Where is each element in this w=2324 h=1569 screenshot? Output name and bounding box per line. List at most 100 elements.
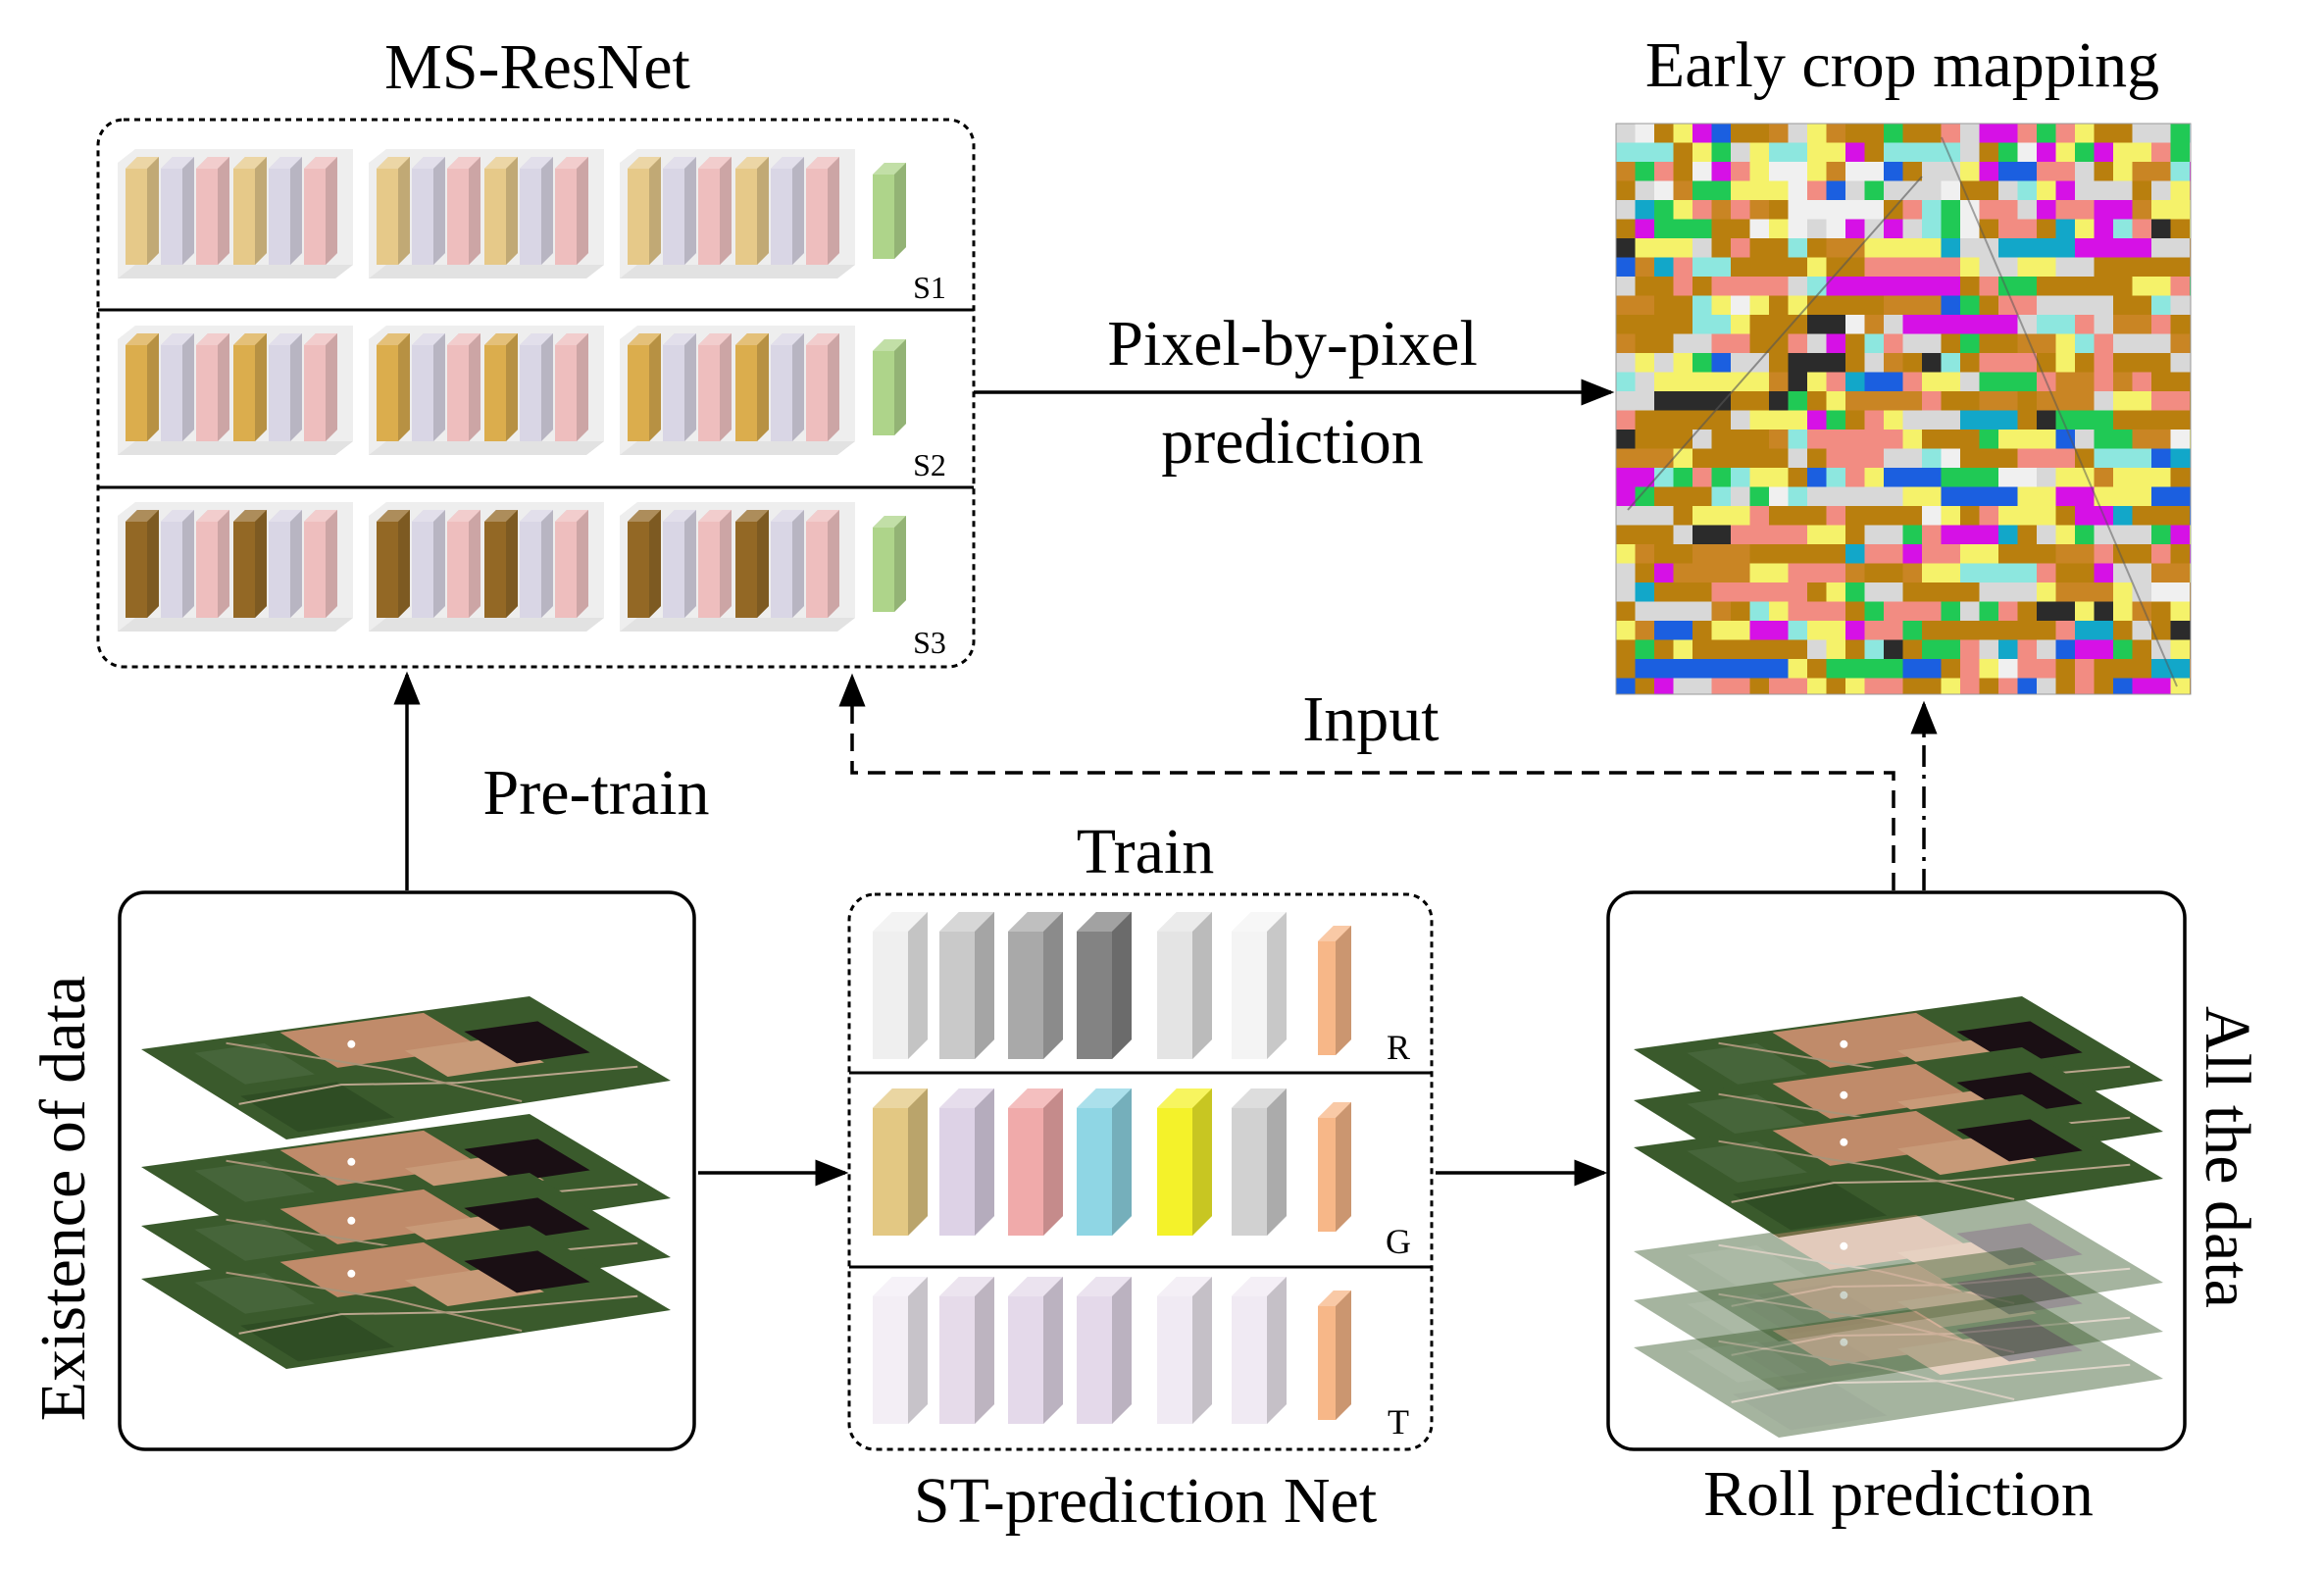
layer-block bbox=[484, 157, 518, 265]
existence-label: Existence of data bbox=[27, 976, 99, 1421]
layer-block bbox=[873, 1277, 928, 1424]
existence-image-stack bbox=[141, 996, 671, 1369]
layer-block bbox=[1157, 1088, 1212, 1236]
layer-block bbox=[412, 333, 445, 441]
pixel-label-line2: prediction bbox=[1161, 406, 1424, 478]
layer-block bbox=[1232, 1088, 1287, 1236]
layer-block bbox=[1008, 912, 1063, 1059]
layer-block bbox=[1232, 912, 1287, 1059]
layer-block bbox=[377, 510, 410, 618]
predicted-image-layer bbox=[1634, 1294, 2163, 1438]
ms-resnet-blocks bbox=[118, 149, 906, 632]
layer-block bbox=[1008, 1088, 1063, 1236]
predicted-image-layer bbox=[1634, 1198, 2163, 1341]
layer-block bbox=[377, 157, 410, 265]
layer-block bbox=[1077, 1088, 1132, 1236]
layer-block bbox=[520, 510, 553, 618]
layer-block bbox=[196, 510, 229, 618]
output-block bbox=[1318, 926, 1351, 1055]
predicted-image-layer bbox=[1634, 1247, 2163, 1391]
layer-block bbox=[555, 157, 588, 265]
layer-block bbox=[161, 333, 194, 441]
layer-block bbox=[771, 157, 804, 265]
layer-block bbox=[555, 510, 588, 618]
layer-block bbox=[873, 1088, 928, 1236]
pretrain-label: Pre-train bbox=[483, 757, 710, 829]
layer-block bbox=[735, 510, 769, 618]
layer-block bbox=[806, 510, 839, 618]
output-block bbox=[1318, 1102, 1351, 1232]
layer-block bbox=[412, 510, 445, 618]
layer-block bbox=[269, 510, 302, 618]
satellite-image-layer bbox=[141, 1226, 671, 1369]
layer-block bbox=[939, 912, 994, 1059]
layer-block bbox=[126, 510, 159, 618]
layer-block bbox=[520, 157, 553, 265]
roll-image-stack bbox=[1634, 996, 2163, 1438]
layer-block bbox=[484, 510, 518, 618]
row-label-s3: S3 bbox=[913, 625, 946, 660]
roll-prediction-title: Roll prediction bbox=[1703, 1458, 2094, 1530]
layer-block bbox=[304, 510, 337, 618]
pixel-label-line1: Pixel-by-pixel bbox=[1107, 308, 1478, 380]
layer-block bbox=[196, 157, 229, 265]
layer-block bbox=[1232, 1277, 1287, 1424]
layer-block bbox=[735, 157, 769, 265]
row-label-s1: S1 bbox=[913, 270, 946, 305]
layer-block bbox=[269, 333, 302, 441]
row-label-g: G bbox=[1386, 1222, 1411, 1261]
st-net-box bbox=[847, 892, 1434, 1451]
ms-resnet-title: MS-ResNet bbox=[384, 31, 690, 103]
output-block bbox=[873, 516, 906, 612]
output-block bbox=[873, 339, 906, 435]
row-label-r: R bbox=[1387, 1028, 1410, 1067]
layer-block bbox=[939, 1277, 994, 1424]
layer-block bbox=[698, 510, 732, 618]
layer-block bbox=[698, 333, 732, 441]
input-label: Input bbox=[1302, 683, 1439, 755]
layer-block bbox=[1008, 1277, 1063, 1424]
layer-block bbox=[806, 333, 839, 441]
satellite-image-layer bbox=[1634, 1094, 2163, 1238]
layer-block bbox=[1157, 912, 1212, 1059]
layer-block bbox=[698, 157, 732, 265]
layer-block bbox=[628, 510, 661, 618]
early-crop-title: Early crop mapping bbox=[1645, 29, 2159, 101]
layer-block bbox=[233, 157, 267, 265]
layer-block bbox=[233, 333, 267, 441]
layer-block bbox=[412, 157, 445, 265]
layer-block bbox=[161, 157, 194, 265]
layer-block bbox=[269, 157, 302, 265]
all-data-label: All the data bbox=[2192, 1006, 2263, 1308]
early-crop-map-frame bbox=[1615, 123, 2192, 695]
row-label-s2: S2 bbox=[913, 447, 946, 482]
layer-block bbox=[447, 333, 480, 441]
layer-block bbox=[628, 333, 661, 441]
layer-block bbox=[304, 157, 337, 265]
input-dashed-arrow bbox=[838, 673, 1895, 890]
layer-block bbox=[1157, 1277, 1212, 1424]
layer-block bbox=[555, 333, 588, 441]
layer-block bbox=[873, 912, 928, 1059]
layer-block bbox=[806, 157, 839, 265]
layer-block bbox=[735, 333, 769, 441]
early-crop-map bbox=[1616, 124, 2191, 694]
st-net-blocks bbox=[873, 912, 1351, 1424]
train-label: Train bbox=[1077, 816, 1215, 887]
output-block bbox=[1318, 1291, 1351, 1420]
layer-block bbox=[663, 333, 696, 441]
satellite-image-layer bbox=[141, 996, 671, 1139]
layer-block bbox=[1077, 1277, 1132, 1424]
layer-block bbox=[628, 157, 661, 265]
layer-block bbox=[771, 333, 804, 441]
output-block bbox=[873, 163, 906, 259]
layer-block bbox=[771, 510, 804, 618]
layer-block bbox=[161, 510, 194, 618]
layer-block bbox=[126, 333, 159, 441]
layer-block bbox=[520, 333, 553, 441]
layer-block bbox=[939, 1088, 994, 1236]
layer-block bbox=[663, 157, 696, 265]
layer-block bbox=[447, 157, 480, 265]
layer-block bbox=[663, 510, 696, 618]
